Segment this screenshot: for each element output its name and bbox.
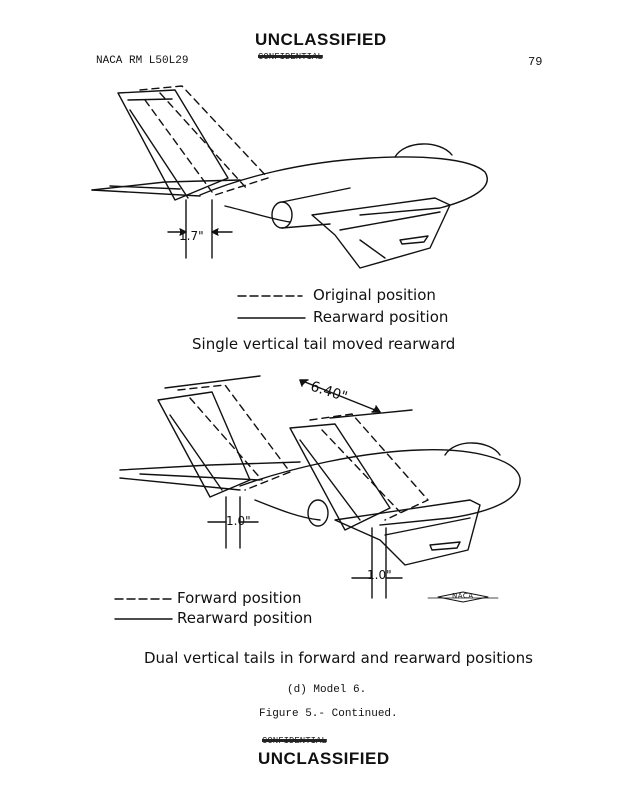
subcaption-model: (d) Model 6. (287, 684, 367, 696)
single-tail-aircraft-drawing (91, 85, 488, 269)
naca-logo-text: NACA (452, 592, 474, 600)
dual-tail-aircraft-drawing (119, 375, 521, 599)
legend-label-rearward-dual: Rearward position (177, 609, 313, 627)
struck-classification-top: CONFIDENTIAL (258, 52, 323, 62)
struck-classification-bottom: CONFIDENTIAL (262, 736, 327, 746)
classification-stamp-bottom: UNCLASSIFIED (258, 749, 390, 768)
figure-caption: Figure 5.- Continued. (259, 708, 398, 720)
legend-label-original: Original position (313, 286, 436, 304)
page-number: 79 (528, 55, 543, 69)
report-id: NACA RM L50L29 (96, 55, 189, 67)
naca-logo (427, 591, 499, 603)
dimension-label-left: 1.0" (226, 514, 251, 528)
classification-stamp-top: UNCLASSIFIED (255, 30, 387, 49)
dimension-label-right: 1.0" (367, 568, 392, 582)
legend-label-forward: Forward position (177, 589, 302, 607)
caption-single-tail: Single vertical tail moved rearward (192, 335, 456, 353)
caption-dual-tails: Dual vertical tails in forward and rearw… (144, 649, 533, 667)
dimension-label-single: 1.7" (179, 229, 204, 243)
legend-label-rearward: Rearward position (313, 308, 449, 326)
